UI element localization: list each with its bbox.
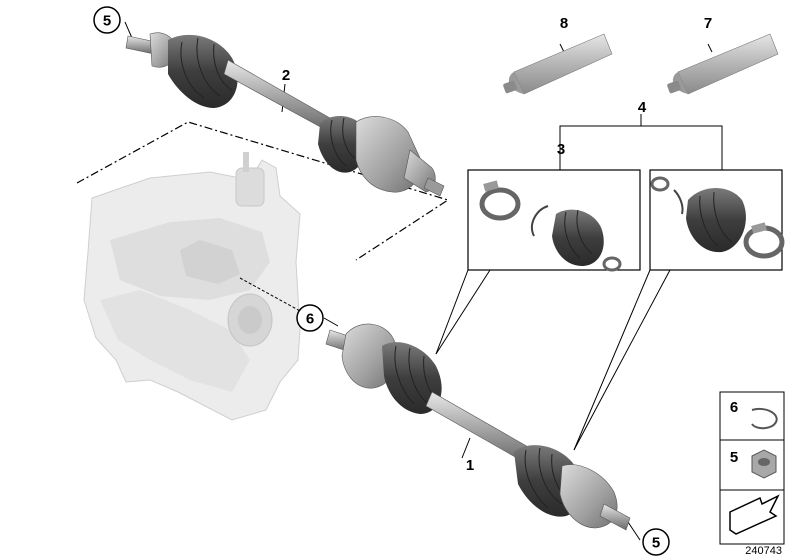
legend-callout-5: 5 <box>730 449 738 466</box>
snap-ring-icon <box>751 408 778 430</box>
callout-3: 3 <box>557 141 565 158</box>
transmission <box>83 152 301 421</box>
grease-tube-8 <box>503 33 613 95</box>
callout-4: 4 <box>638 99 647 116</box>
grease-tube-7 <box>667 33 779 95</box>
legend-box <box>719 391 785 545</box>
output-shaft-1 <box>325 323 631 531</box>
svg-text:5: 5 <box>103 13 111 30</box>
repair-kit-box-4 <box>649 169 783 271</box>
output-shaft-2 <box>125 32 445 197</box>
svg-text:5: 5 <box>652 535 660 552</box>
legend-callout-6: 6 <box>730 399 738 416</box>
kit-4-contents <box>650 176 785 259</box>
callout-6-main: 6 <box>296 304 324 332</box>
repair-kit-box-3 <box>467 169 641 271</box>
callout-8: 8 <box>560 15 568 32</box>
callout-7: 7 <box>704 15 712 32</box>
callout-5-bottom: 5 <box>642 528 670 556</box>
document-number: 240743 <box>745 545 782 557</box>
svg-text:6: 6 <box>306 311 314 328</box>
arrow-icon <box>729 494 780 535</box>
collar-nut-icon <box>751 449 777 479</box>
callout-2: 2 <box>282 67 290 84</box>
callout-5-top: 5 <box>93 6 121 34</box>
dashed-bracket <box>76 121 450 261</box>
callout-1: 1 <box>466 457 474 474</box>
kit-3-contents <box>479 180 622 272</box>
